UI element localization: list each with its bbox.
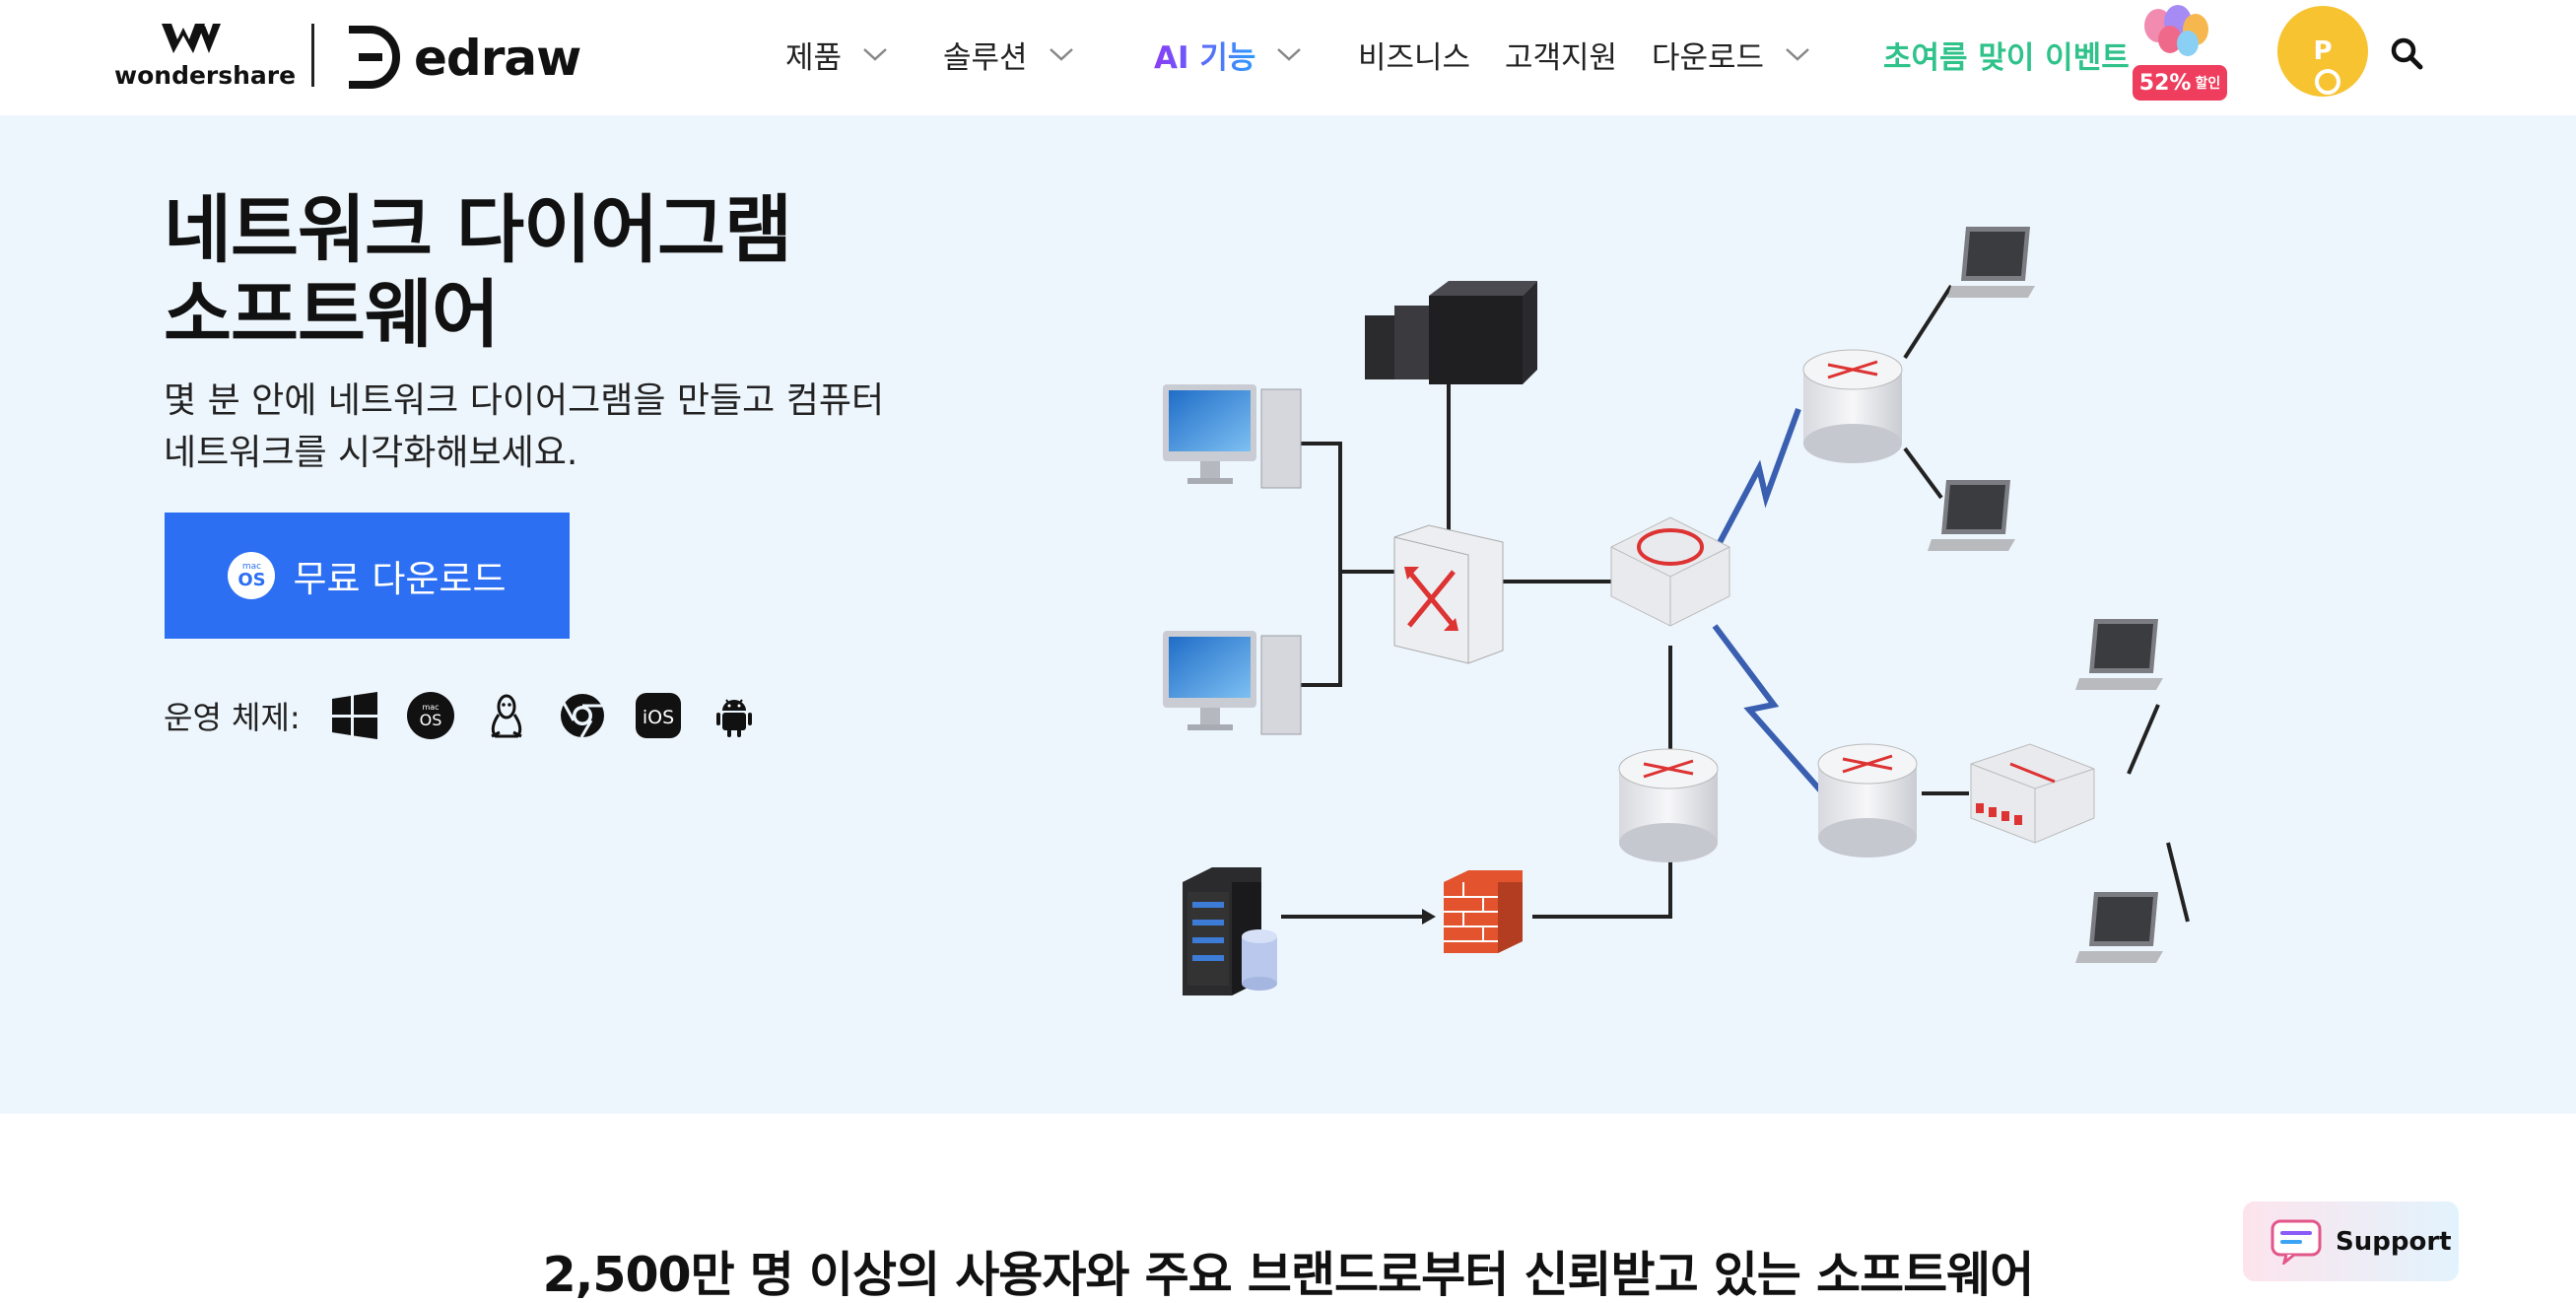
free-download-label: 무료 다운로드 <box>293 558 507 600</box>
support-chat-button[interactable]: Support <box>2243 1201 2459 1281</box>
chevron-down-icon <box>1277 48 1302 61</box>
wondershare-mark-icon <box>162 24 221 53</box>
nav-business[interactable]: 비즈니스 <box>1358 30 1470 79</box>
search-icon[interactable] <box>2389 35 2424 71</box>
page-title: 네트워크 다이어그램 소프트웨어 <box>164 186 792 358</box>
chevron-down-icon <box>1049 48 1073 61</box>
nav-support[interactable]: 고객지원 <box>1505 30 1617 79</box>
network-hub <box>1610 516 1730 627</box>
nav-products-label: 제품 <box>785 39 843 76</box>
windows-icon[interactable] <box>330 691 379 740</box>
linux-icon[interactable] <box>482 691 531 740</box>
router-bottom-right <box>1817 743 1918 857</box>
nav-products[interactable]: 제품 <box>785 30 889 79</box>
laptop-4 <box>2075 892 2163 963</box>
hero-subtitle-line2: 네트워크를 시각화해보세요. <box>164 433 578 473</box>
ios-icon[interactable]: iOS <box>634 691 683 740</box>
wondershare-wordmark: wondershare <box>114 61 297 90</box>
laptop-1 <box>1947 227 2035 298</box>
android-icon[interactable] <box>710 691 759 740</box>
desktop-computer-top <box>1163 384 1302 489</box>
nav-business-label: 비즈니스 <box>1358 39 1471 76</box>
nav-promo-event[interactable]: 초여름 맞이 이벤트 <box>1883 30 2130 79</box>
nav-promo-label: 초여름 맞이 이벤트 <box>1883 39 2130 76</box>
svg-text:OS: OS <box>419 711 441 729</box>
os-label: 운영 체제: <box>164 699 301 736</box>
firewall <box>1444 870 1523 953</box>
database-server <box>1183 867 1277 995</box>
promo-badge-value: 52% <box>2138 70 2192 96</box>
network-switch-right <box>1970 743 2095 844</box>
edraw-wordmark: edraw <box>414 30 581 87</box>
nav-download[interactable]: 다운로드 <box>1652 30 1811 79</box>
nav-download-label: 다운로드 <box>1652 39 1765 76</box>
promo-discount-badge: 52% 할인 <box>2133 65 2227 101</box>
nav-solutions-label: 솔루션 <box>943 39 1028 76</box>
router-bottom-left <box>1618 748 1719 862</box>
support-label: Support <box>2336 1226 2452 1257</box>
server-rack-top <box>1365 281 1537 384</box>
desktop-computer-bottom <box>1163 631 1302 735</box>
logo-divider <box>311 24 314 87</box>
nav-ai-label: AI 기능 <box>1154 33 1255 77</box>
site-header: wondershare edraw 제품 솔루션 AI 기능 비즈니스 고객지원… <box>0 0 2576 115</box>
router-top <box>1802 349 1903 463</box>
hero-subtitle: 몇 분 안에 네트워크 다이어그램을 만들고 컴퓨터 네트워크를 시각화해보세요… <box>164 375 913 479</box>
wondershare-logo[interactable]: wondershare <box>110 22 296 91</box>
os-support-row: 운영 체제: mac OS iOS <box>164 690 785 741</box>
chevron-down-icon <box>1786 48 1809 61</box>
svg-text:mac: mac <box>422 703 439 712</box>
chat-bubble-icon <box>2271 1219 2322 1265</box>
promo-badge-sub: 할인 <box>2195 76 2221 92</box>
network-switch-center <box>1393 524 1504 664</box>
laptop-2 <box>1928 480 2015 551</box>
svg-text:iOS: iOS <box>643 707 674 728</box>
user-avatar[interactable]: P <box>2277 6 2368 97</box>
macos-icon[interactable]: mac OS <box>406 691 455 740</box>
trust-heading: 2,500만 명 이상의 사용자와 주요 브랜드로부터 신뢰받고 있는 소프트웨… <box>542 1247 2035 1303</box>
balloons-icon <box>2144 5 2208 56</box>
nav-support-label: 고객지원 <box>1505 39 1618 76</box>
nav-solutions[interactable]: 솔루션 <box>943 30 1075 79</box>
avatar-status-ring <box>2315 69 2340 95</box>
chrome-icon[interactable] <box>558 691 607 740</box>
nav-ai-features[interactable]: AI 기능 <box>1154 30 1303 79</box>
laptop-3 <box>2075 619 2163 690</box>
chevron-down-icon <box>863 48 887 61</box>
network-diagram-illustration <box>1163 227 2190 995</box>
edraw-mark-icon <box>349 26 400 89</box>
hero-subtitle-line1: 몇 분 안에 네트워크 다이어그램을 만들고 컴퓨터 <box>164 380 885 421</box>
avatar-initial: P <box>2313 36 2333 66</box>
